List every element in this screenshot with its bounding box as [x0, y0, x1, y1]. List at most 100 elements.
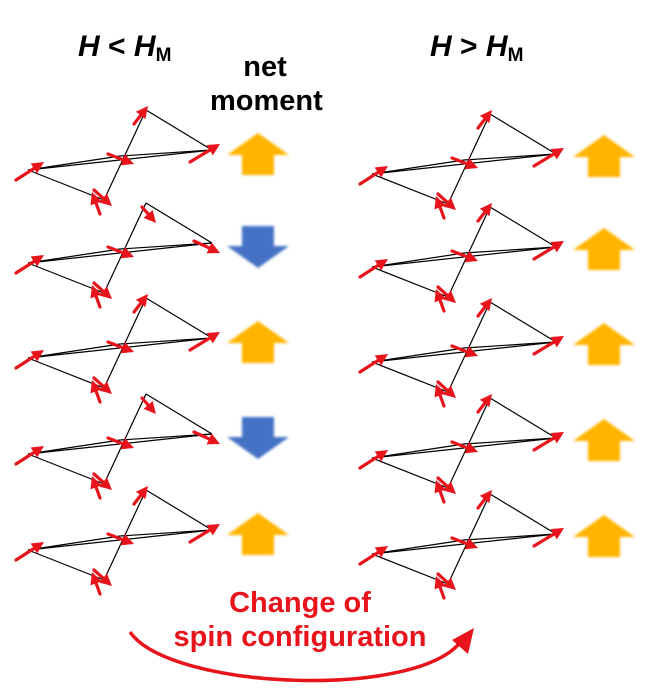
spin-tetrahedron	[358, 490, 564, 600]
spin-arrow-shaft	[106, 340, 125, 350]
spin-arrow-shaft	[476, 305, 487, 318]
spin-arrow-shaft	[14, 259, 36, 275]
bond-line	[371, 457, 449, 489]
spin-arrow-head	[434, 289, 446, 303]
spin-arrow-head	[374, 546, 388, 558]
spin-arrow-shaft	[476, 497, 487, 510]
bond-line	[145, 489, 213, 531]
spin-arrow-shaft	[14, 166, 36, 182]
net-moment-label: net moment	[210, 51, 323, 117]
spin-arrow-head	[135, 106, 148, 120]
spin-arrow-shaft	[92, 568, 105, 580]
spin-arrow-shaft	[132, 301, 143, 314]
net-moment-up-arrow	[227, 321, 289, 363]
bond-line	[371, 252, 465, 268]
spin-arrow-head	[90, 476, 102, 490]
spin-arrow-head	[30, 162, 44, 174]
spin-arrow-shaft	[476, 210, 487, 223]
spin-arrow-shaft	[436, 380, 449, 392]
bond-line	[119, 337, 213, 345]
bond-line	[463, 153, 557, 161]
spin-tetrahedron	[358, 203, 564, 313]
spin-tetrahedron	[358, 298, 564, 408]
bond-line	[27, 262, 105, 294]
bond-line	[489, 113, 557, 155]
spin-arrow-head	[443, 290, 456, 303]
spin-arrow-shaft	[532, 152, 556, 168]
bond-line	[489, 397, 557, 439]
spin-arrow-head	[479, 490, 492, 504]
bond-line	[145, 202, 213, 244]
spin-arrow-shaft	[140, 396, 150, 407]
bond-line	[371, 443, 465, 459]
spin-arrow-shaft	[438, 205, 446, 220]
bond-line	[27, 453, 105, 485]
bond-line	[371, 159, 465, 175]
spin-arrow-shaft	[94, 294, 102, 309]
spin-arrow-head	[30, 255, 44, 267]
spin-arrow-head	[120, 438, 134, 450]
bond-line	[119, 149, 213, 157]
spin-arrow-shaft	[94, 389, 102, 404]
bond-line	[145, 393, 213, 435]
spin-arrow-shaft	[450, 249, 469, 259]
bond-line	[145, 297, 213, 339]
spin-arrow-head	[135, 294, 148, 308]
spin-arrow-head	[443, 577, 456, 590]
bond-line	[119, 433, 213, 441]
spin-arrow-head	[479, 203, 492, 217]
spin-arrow-shaft	[14, 450, 36, 466]
bond-line	[371, 173, 449, 205]
spin-arrow-head	[464, 158, 478, 170]
bond-line	[27, 155, 121, 171]
spin-arrow-shaft	[358, 170, 380, 186]
spin-arrow-head	[550, 336, 564, 348]
bond-line	[145, 109, 213, 151]
spin-arrow-shaft	[192, 239, 211, 250]
spin-arrow-head	[120, 534, 134, 546]
bond-line	[27, 439, 121, 455]
spin-arrow-head	[374, 354, 388, 366]
spin-arrow-shaft	[188, 528, 212, 544]
spin-arrow-head	[30, 350, 44, 362]
spin-arrow-head	[434, 384, 446, 398]
spin-arrow-head	[30, 542, 44, 554]
bond-line	[371, 539, 465, 555]
spin-arrow-head	[90, 380, 102, 394]
spin-arrow-shaft	[188, 148, 212, 164]
spin-arrow-head	[550, 148, 564, 160]
net-moment-up-arrow	[227, 513, 289, 555]
spin-tetrahedron	[358, 394, 564, 504]
spin-arrow-shaft	[476, 401, 487, 414]
spin-arrow-head	[99, 477, 112, 490]
bond-line	[119, 242, 213, 250]
spin-arrow-head	[135, 486, 148, 500]
change-arrow-curve	[128, 630, 464, 683]
spin-arrow-head	[143, 210, 156, 223]
spin-arrow-shaft	[358, 358, 380, 374]
spin-arrow-shaft	[14, 354, 36, 370]
bond-line	[27, 169, 105, 201]
spin-arrow-head	[374, 450, 388, 462]
bond-line	[371, 347, 465, 363]
bond-line	[27, 535, 121, 551]
bond-line	[27, 343, 121, 359]
spin-tetrahedron	[358, 110, 564, 220]
bond-line	[27, 549, 105, 581]
spin-arrow-shaft	[532, 436, 556, 452]
spin-arrow-head	[120, 342, 134, 354]
bond-line	[371, 361, 449, 393]
spin-arrow-shaft	[358, 263, 380, 279]
net-moment-down-arrow	[227, 226, 289, 268]
spin-tetrahedron	[14, 486, 220, 596]
spin-arrow-shaft	[438, 489, 446, 504]
spin-arrow-head	[434, 480, 446, 494]
spin-arrow-shaft	[132, 493, 143, 506]
spin-arrow-shaft	[92, 188, 105, 200]
spin-arrow-head	[120, 247, 134, 259]
spin-arrow-shaft	[476, 117, 487, 130]
spin-arrow-head	[550, 528, 564, 540]
spin-arrow-head	[99, 381, 112, 394]
spin-arrow-shaft	[358, 550, 380, 566]
